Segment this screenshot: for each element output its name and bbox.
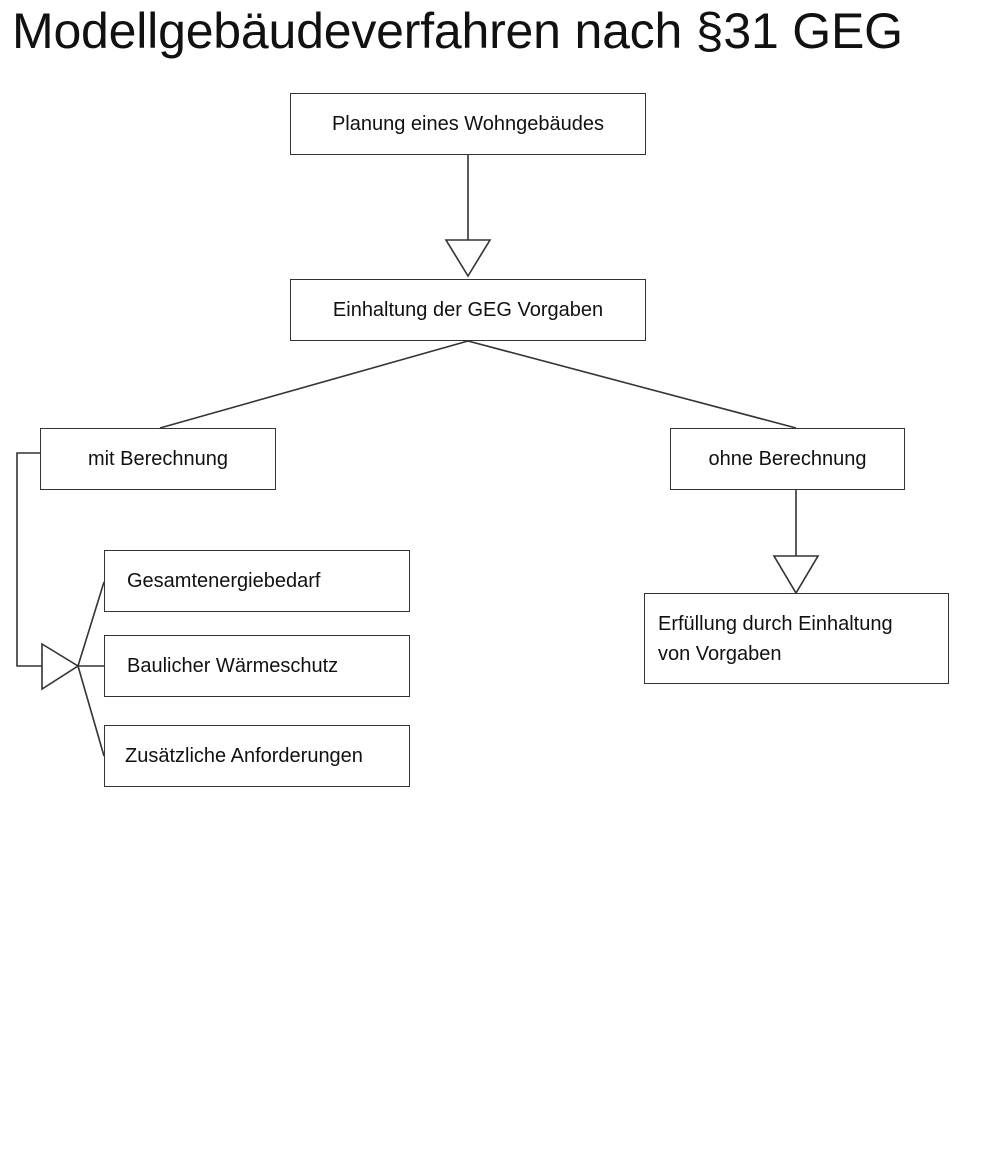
node-erfuellung: Erfüllung durch Einhaltung von Vorgaben bbox=[644, 593, 949, 684]
node-einhaltung: Einhaltung der GEG Vorgaben bbox=[290, 279, 646, 341]
node-gesamtenergiebedarf: Gesamtenergiebedarf bbox=[104, 550, 410, 612]
connector-einhaltung-ohne bbox=[467, 340, 797, 429]
connector-mit-branch bbox=[16, 452, 42, 667]
arrowhead-branch bbox=[41, 642, 80, 691]
connector-einhaltung-mit bbox=[159, 340, 469, 429]
page-title: Modellgebäudeverfahren nach §31 GEG bbox=[12, 3, 903, 59]
node-erfuellung-label-line2: von Vorgaben bbox=[658, 642, 782, 665]
arrowhead-einhaltung bbox=[444, 239, 492, 278]
arrowhead-erfuellung bbox=[772, 555, 820, 595]
connector-branch-gesamtenergiebedarf bbox=[77, 581, 105, 667]
node-ohne-berechnung: ohne Berechnung bbox=[670, 428, 905, 490]
node-planung: Planung eines Wohngebäudes bbox=[290, 93, 646, 155]
node-einhaltung-label: Einhaltung der GEG Vorgaben bbox=[332, 299, 604, 321]
node-erfuellung-label-line1: Erfüllung durch Einhaltung bbox=[658, 612, 893, 635]
node-baulicher-waermeschutz-label: Baulicher Wärmeschutz bbox=[127, 655, 339, 677]
node-zusaetzliche-anforderungen-label: Zusätzliche Anforderungen bbox=[125, 745, 363, 767]
node-planung-label: Planung eines Wohngebäudes bbox=[331, 113, 605, 135]
node-mit-berechnung: mit Berechnung bbox=[40, 428, 276, 490]
node-zusaetzliche-anforderungen: Zusätzliche Anforderungen bbox=[104, 725, 410, 787]
node-mit-berechnung-label: mit Berechnung bbox=[87, 448, 229, 470]
node-gesamtenergiebedarf-label: Gesamtenergiebedarf bbox=[127, 570, 321, 592]
node-ohne-berechnung-label: ohne Berechnung bbox=[708, 448, 867, 470]
connector-branch-anforderungen bbox=[77, 665, 105, 757]
node-baulicher-waermeschutz: Baulicher Wärmeschutz bbox=[104, 635, 410, 697]
